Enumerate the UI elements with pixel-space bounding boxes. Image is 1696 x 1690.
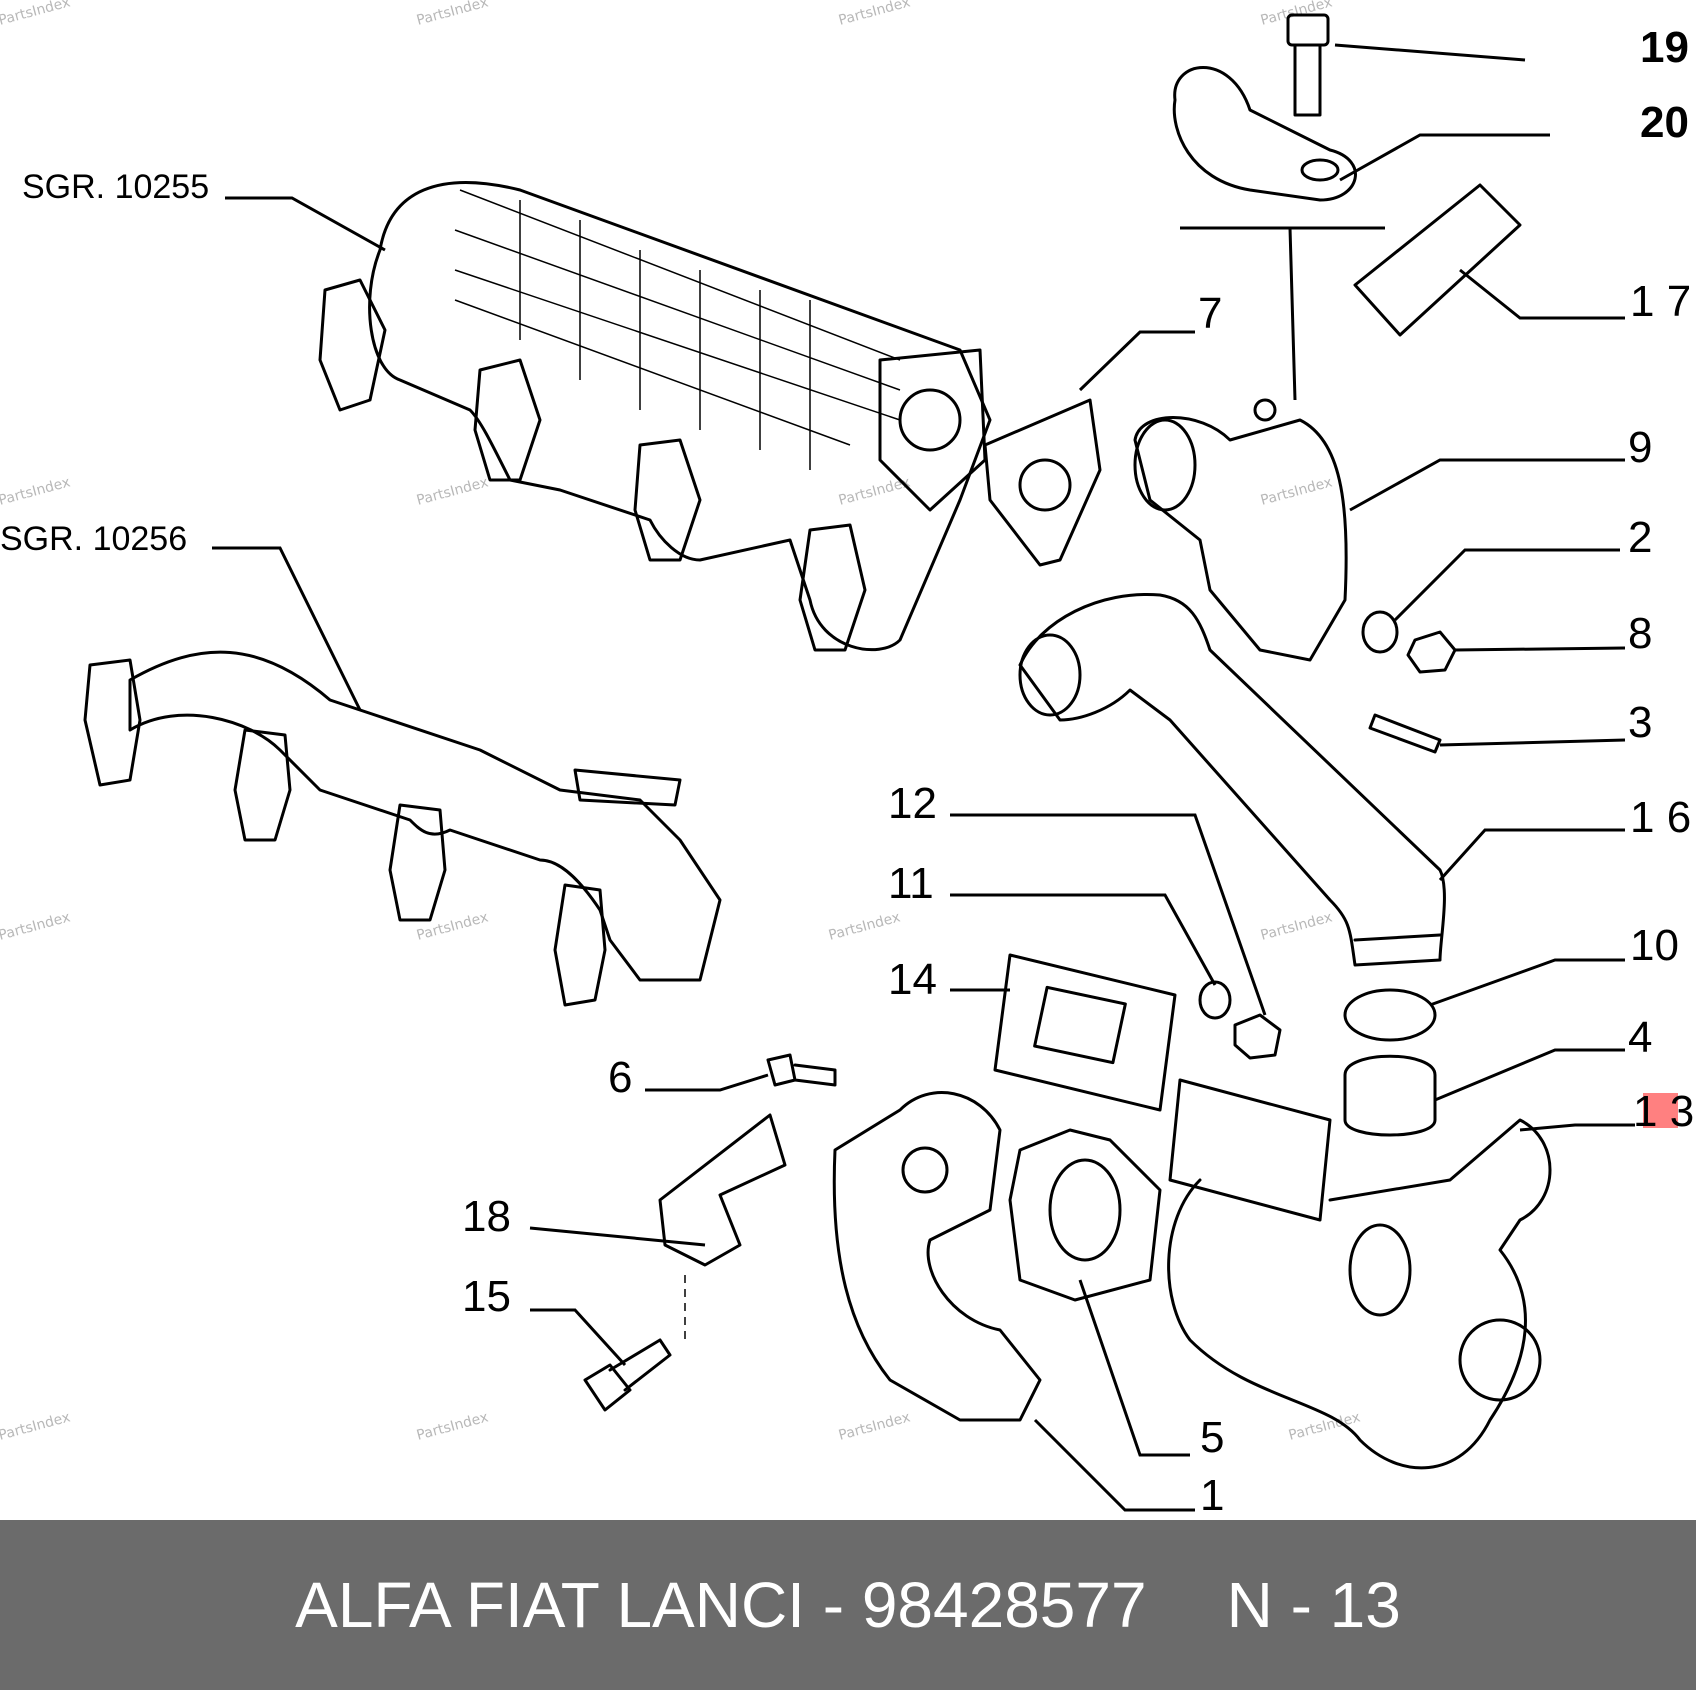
callout-18: 18: [462, 1192, 511, 1241]
callout-16: 1 6: [1630, 793, 1691, 842]
callout-9: 9: [1628, 423, 1652, 472]
callout-1: 1: [1200, 1471, 1224, 1520]
watermark: PartsIndex: [837, 0, 912, 29]
watermark: PartsIndex: [415, 0, 490, 29]
bolt-15: [583, 1338, 672, 1412]
callout-8: 8: [1628, 609, 1652, 658]
callout-14: 14: [888, 955, 937, 1004]
callout-sgr-10255[interactable]: SGR. 10255: [22, 168, 209, 206]
callout-10: 10: [1630, 921, 1679, 970]
watermark: PartsIndex: [415, 1409, 490, 1443]
watermark: PartsIndex: [837, 1409, 912, 1443]
turbocharger-13: [1167, 1078, 1552, 1470]
stud-3: [1368, 713, 1442, 754]
bracket-18: [658, 1113, 787, 1267]
callout-3: 3: [1628, 698, 1652, 747]
exhaust-pipe-1: [832, 1091, 1042, 1422]
callout-sgr-10256[interactable]: SGR. 10256: [0, 520, 187, 558]
exhaust-manifold-plain: [83, 650, 722, 1007]
footer-position-label: N - 13: [1226, 1569, 1401, 1641]
exploded-parts-diagram: PartsIndex PartsIndex PartsIndex PartsIn…: [0, 0, 1694, 1520]
watermark: PartsIndex: [415, 909, 490, 943]
callout-4: 4: [1628, 1013, 1652, 1062]
watermark: PartsIndex: [0, 909, 72, 943]
part-info-footer: ALFA FIAT LANCI - 98428577 N - 13: [0, 1520, 1696, 1690]
pipe-16: [1018, 592, 1446, 967]
exhaust-manifold-shielded: [318, 181, 992, 652]
gasket-5: [1008, 1128, 1162, 1302]
bolt-6: [766, 1053, 837, 1087]
nut-8: [1406, 630, 1457, 674]
callout-12: 12: [888, 779, 937, 828]
clamp-bracket-19-20: [1172, 13, 1357, 202]
watermark: PartsIndex: [827, 909, 902, 943]
gasket-14: [993, 953, 1177, 1112]
watermark: PartsIndex: [1259, 474, 1334, 508]
gasket-ring-10: [1343, 988, 1437, 1042]
gasket-7: [983, 398, 1102, 567]
watermark: PartsIndex: [0, 474, 72, 508]
washer-2: [1361, 610, 1399, 654]
callout-20: 20: [1640, 98, 1689, 147]
ring-4: [1343, 1054, 1437, 1137]
footer-brand: ALFA FIAT LANCI: [295, 1569, 805, 1641]
footer-part-number: 98428577: [861, 1569, 1147, 1641]
watermarks: PartsIndex PartsIndex PartsIndex PartsIn…: [0, 0, 1362, 1444]
callout-2: 2: [1628, 513, 1652, 562]
heat-shield-strap-17: [1353, 183, 1522, 337]
callout-7: 7: [1198, 289, 1222, 338]
callout-6: 6: [608, 1053, 632, 1102]
footer-separator: -: [804, 1569, 862, 1641]
callout-labels: SGR. 10255 SGR. 10256 19 20 1 7 7 9 2 8 …: [0, 23, 1694, 1520]
watermark: PartsIndex: [415, 474, 490, 508]
leader-lines: [212, 43, 1635, 1512]
washer-11: [1198, 980, 1232, 1020]
watermark: PartsIndex: [1259, 909, 1334, 943]
highlight-13: [1643, 1093, 1678, 1128]
callout-13: 1 3: [1633, 1087, 1694, 1136]
callout-19: 19: [1640, 23, 1689, 72]
nut-12: [1233, 1013, 1282, 1060]
watermark: PartsIndex: [0, 0, 72, 29]
watermark: PartsIndex: [0, 1409, 72, 1443]
callout-15: 15: [462, 1272, 511, 1321]
callout-5: 5: [1200, 1413, 1224, 1462]
elbow-pipe-9: [1133, 398, 1348, 662]
callout-11: 11: [888, 859, 934, 908]
callout-17: 1 7: [1630, 277, 1691, 326]
